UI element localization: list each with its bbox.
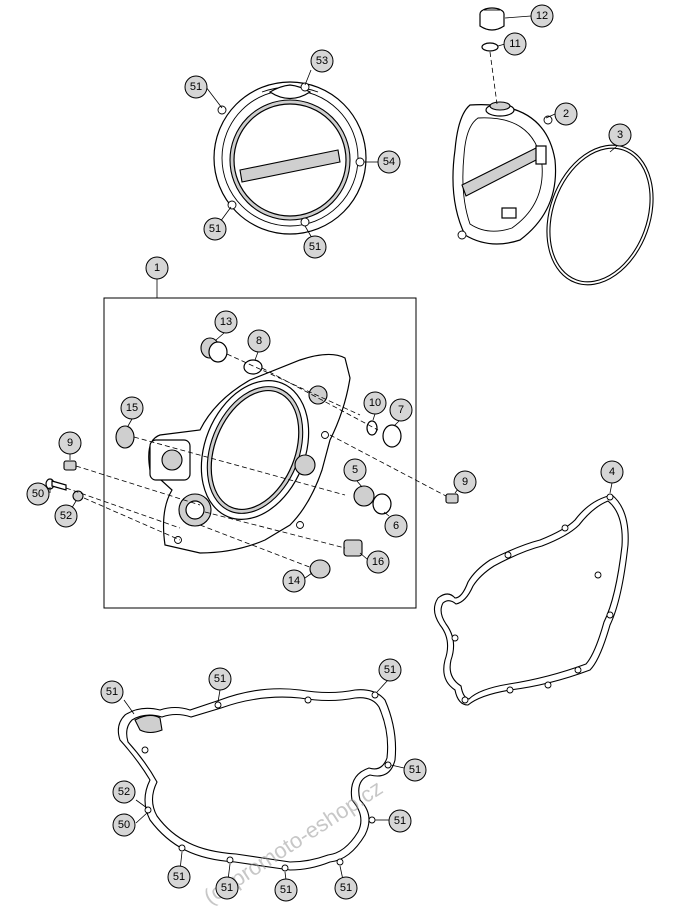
- callout-52: 52: [112, 780, 136, 804]
- svg-text:54: 54: [383, 156, 395, 168]
- svg-text:51: 51: [394, 815, 406, 827]
- callout-51: 51: [203, 217, 227, 241]
- callout-12: 12: [530, 4, 554, 28]
- svg-text:51: 51: [221, 882, 233, 894]
- callout-51: 51: [378, 658, 402, 682]
- outer-clutch-cover: [213, 81, 367, 235]
- svg-text:51: 51: [384, 664, 396, 676]
- svg-text:8: 8: [256, 335, 262, 347]
- callout-50: 50: [112, 813, 136, 837]
- gasket-4: [433, 493, 629, 706]
- svg-text:15: 15: [126, 402, 138, 414]
- callout-51: 51: [334, 876, 358, 900]
- svg-text:12: 12: [536, 10, 548, 22]
- callout-15: 15: [120, 396, 144, 420]
- callout-51: 51: [215, 876, 239, 900]
- callout-51: 51: [303, 235, 327, 259]
- svg-text:50: 50: [32, 488, 44, 500]
- callout-5: 5: [343, 458, 367, 482]
- callout-52: 52: [54, 504, 78, 528]
- callout-9: 9: [58, 431, 82, 455]
- callout-13: 13: [214, 310, 238, 334]
- svg-text:7: 7: [398, 404, 404, 416]
- svg-text:9: 9: [67, 437, 73, 449]
- svg-text:5: 5: [352, 464, 358, 476]
- bearing-5: [353, 485, 375, 507]
- dowel-9-right: [445, 493, 459, 504]
- svg-text:51: 51: [280, 884, 292, 896]
- callout-51: 51: [208, 667, 232, 691]
- svg-text:51: 51: [309, 241, 321, 253]
- svg-text:6: 6: [393, 520, 399, 532]
- bearing-13: [200, 337, 228, 363]
- svg-text:4: 4: [609, 466, 615, 478]
- callout-14: 14: [282, 569, 306, 593]
- svg-text:10: 10: [369, 397, 381, 409]
- circlip-7: [382, 424, 402, 448]
- callout-9: 9: [453, 470, 477, 494]
- bushing-16: [343, 539, 363, 557]
- assembly-frame: [103, 297, 417, 609]
- callout-2: 2: [554, 102, 578, 126]
- callout-51: 51: [184, 75, 208, 99]
- callout-51: 51: [100, 680, 124, 704]
- svg-text:51: 51: [209, 223, 221, 235]
- svg-text:51: 51: [409, 764, 421, 776]
- dowel-9-left: [63, 460, 77, 471]
- circlip-6: [372, 493, 392, 515]
- svg-text:52: 52: [60, 510, 72, 522]
- svg-text:1: 1: [154, 262, 160, 274]
- ring-10: [366, 420, 378, 436]
- callout-54: 54: [377, 150, 401, 174]
- svg-text:3: 3: [617, 129, 623, 141]
- svg-text:53: 53: [316, 55, 328, 67]
- svg-text:9: 9: [462, 476, 468, 488]
- callout-51: 51: [167, 865, 191, 889]
- callout-1: 1: [145, 256, 169, 280]
- callout-8: 8: [247, 329, 271, 353]
- callout-53: 53: [310, 49, 334, 73]
- svg-text:16: 16: [372, 556, 384, 568]
- callout-51: 51: [403, 758, 427, 782]
- callout-10: 10: [363, 391, 387, 415]
- callout-51: 51: [274, 878, 298, 902]
- svg-text:2: 2: [563, 108, 569, 120]
- svg-text:14: 14: [288, 575, 300, 587]
- oil-filler-plug: [479, 7, 505, 31]
- bolt-50: [45, 478, 67, 491]
- o-ring-3: [546, 144, 654, 286]
- svg-text:50: 50: [118, 819, 130, 831]
- callout-16: 16: [366, 550, 390, 574]
- svg-text:51: 51: [340, 882, 352, 894]
- callout-7: 7: [389, 398, 413, 422]
- seal-15: [115, 425, 135, 449]
- svg-text:11: 11: [509, 38, 520, 50]
- gasket-bottom: [117, 688, 397, 872]
- svg-text:52: 52: [118, 786, 130, 798]
- inner-clutch-cover: [148, 353, 351, 554]
- svg-text:13: 13: [220, 316, 232, 328]
- callout-11: 11: [503, 32, 527, 56]
- svg-text:51: 51: [173, 871, 185, 883]
- callout-6: 6: [384, 514, 408, 538]
- washer-52: [72, 490, 84, 502]
- svg-text:51: 51: [190, 81, 202, 93]
- callout-50: 50: [26, 482, 50, 506]
- callout-51: 51: [388, 809, 412, 833]
- svg-text:51: 51: [106, 686, 118, 698]
- callout-3: 3: [608, 123, 632, 147]
- o-ring-8: [243, 359, 263, 375]
- seal-14: [309, 559, 331, 579]
- o-ring-11: [481, 42, 499, 52]
- callout-4: 4: [600, 460, 624, 484]
- svg-text:51: 51: [214, 673, 226, 685]
- clutch-cover-assembly: [452, 101, 557, 245]
